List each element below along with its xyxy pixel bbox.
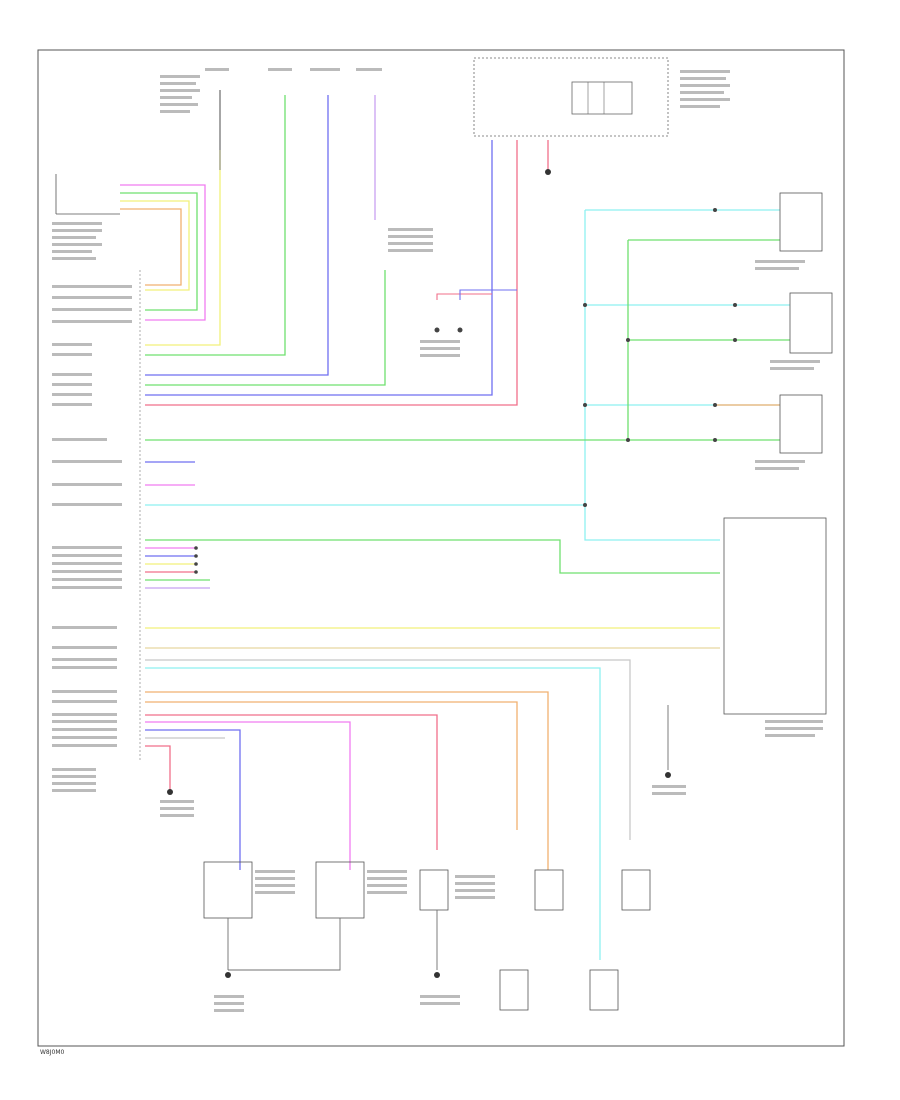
right-actuators: [779, 192, 833, 454]
footer-code: W8J0M0: [40, 1049, 65, 1056]
relay-box: [571, 81, 633, 115]
ground-symbols: [167, 169, 671, 978]
door-lock-wires: [436, 289, 517, 300]
diagram-frame: [37, 49, 845, 1047]
bcm-top-wires: [120, 184, 206, 321]
front-door-switch-box: [723, 517, 827, 715]
ground-wires: [219, 90, 669, 971]
label-blocks: [52, 68, 823, 1012]
lower-switches: [203, 861, 651, 1011]
bcm-bracket: [55, 174, 120, 215]
junctions: [583, 208, 737, 507]
bcm-mid-wires: [145, 461, 210, 589]
long-mid-wires: [145, 627, 720, 960]
top-fuse-wires: [145, 90, 549, 406]
ipdm-box: [473, 57, 669, 137]
